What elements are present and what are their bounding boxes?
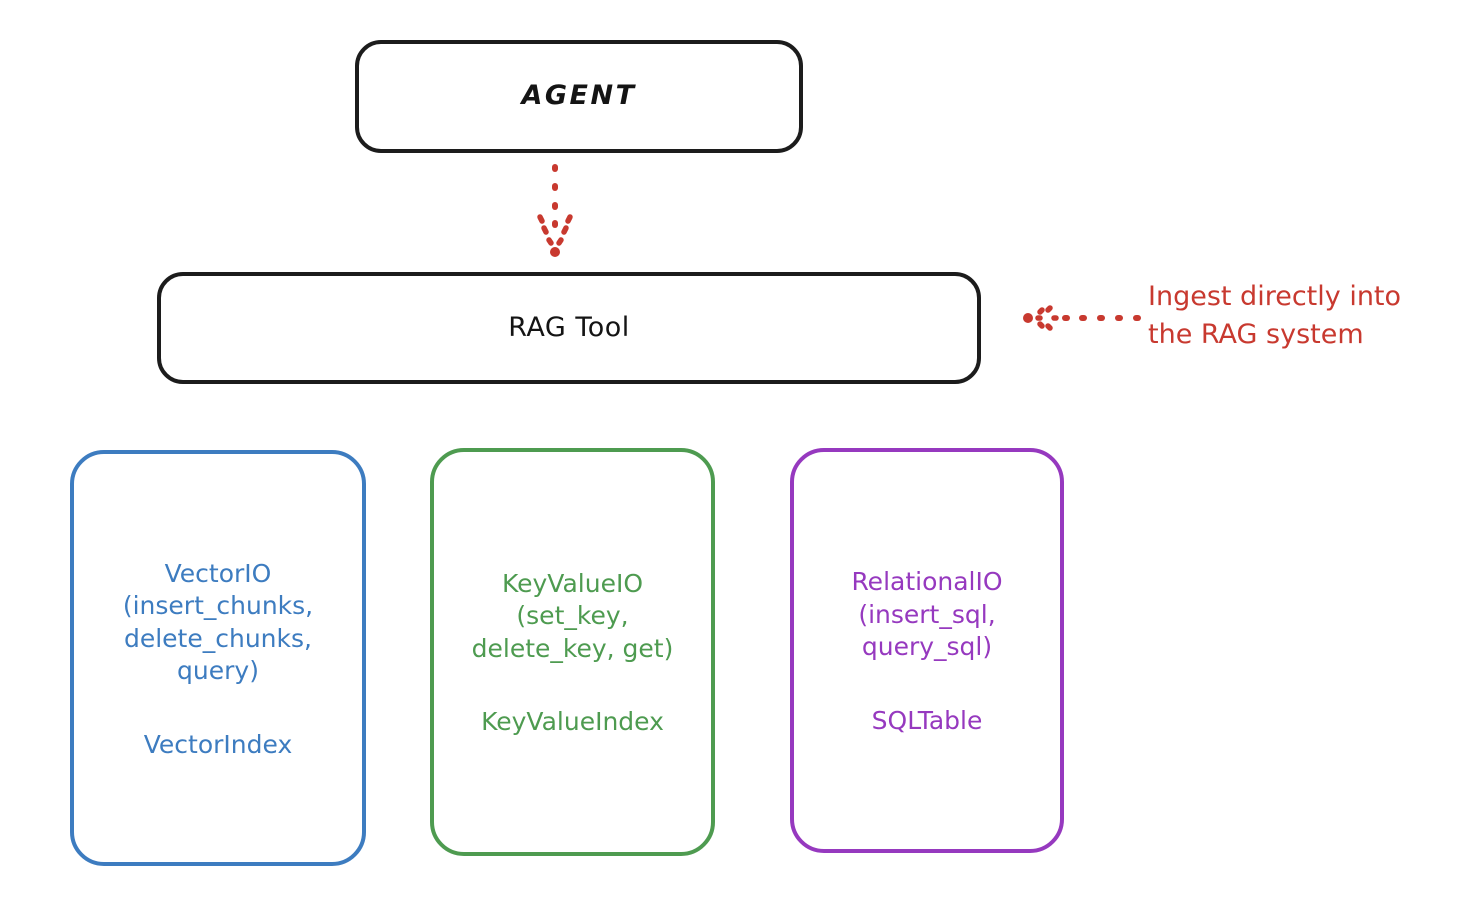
node-relational-io[interactable]: RelationalIO (insert_sql, query_sql) SQL…: [790, 448, 1064, 853]
connector-agent-to-rag-tool-arrow-icon: [537, 164, 573, 257]
node-agent-label: AGENT: [521, 80, 637, 112]
node-key-value-io[interactable]: KeyValueIO (set_key, delete_key, get) Ke…: [430, 448, 715, 856]
node-key-value-io-label: KeyValueIO (set_key, delete_key, get): [471, 568, 674, 663]
node-rag-tool-label: RAG Tool: [508, 311, 630, 343]
node-vector-io-label: VectorIO (insert_chunks, delete_chunks, …: [122, 558, 314, 686]
connector-note-to-rag-tool-arrow-icon: [1023, 305, 1141, 331]
node-relational-io-label: RelationalIO (insert_sql, query_sql): [851, 567, 1003, 662]
node-agent[interactable]: AGENT: [355, 40, 803, 153]
node-key-value-io-sublabel: KeyValueIndex: [481, 707, 664, 737]
node-relational-io-sublabel: SQLTable: [871, 705, 983, 735]
node-vector-io[interactable]: VectorIO (insert_chunks, delete_chunks, …: [70, 450, 366, 866]
annotation-ingest-note: Ingest directly into the RAG system: [1148, 281, 1402, 351]
node-vector-io-sublabel: VectorIndex: [143, 729, 293, 759]
node-rag-tool[interactable]: RAG Tool: [157, 272, 981, 384]
